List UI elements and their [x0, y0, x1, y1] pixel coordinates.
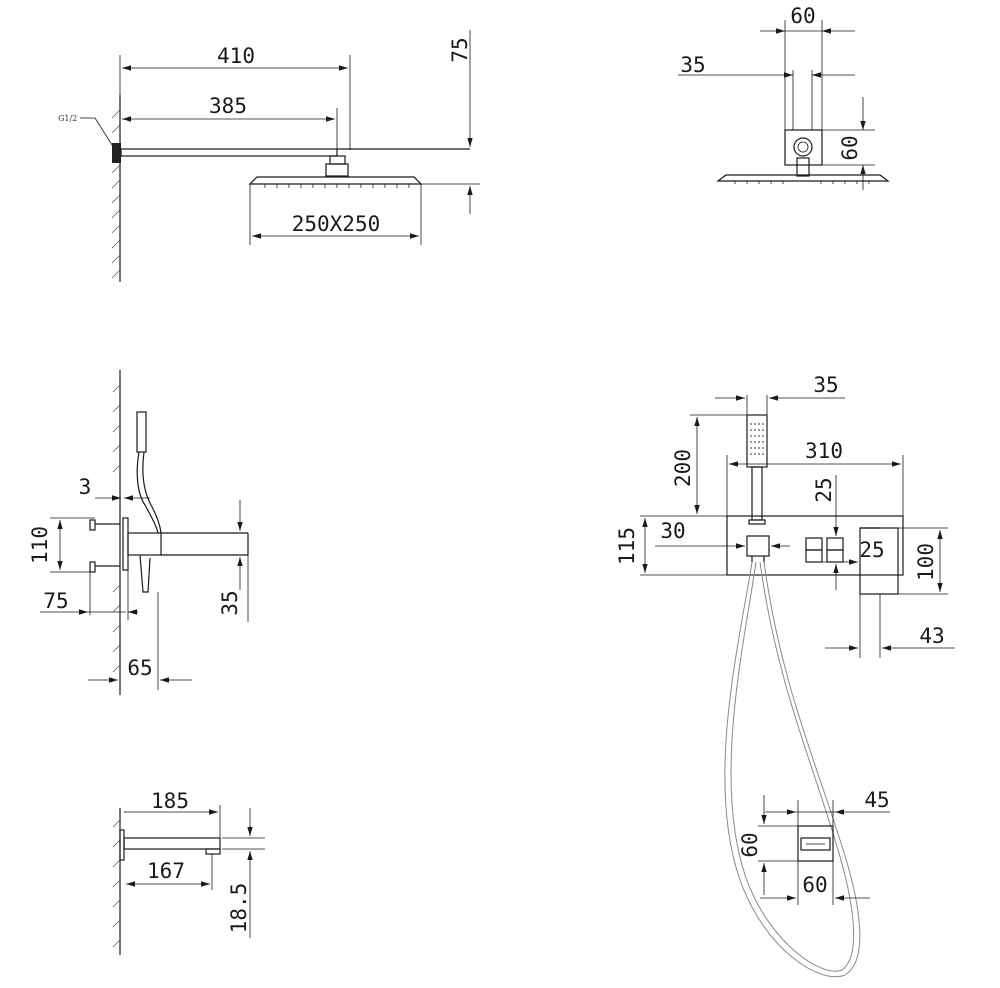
dim-connector-height: 60 [838, 135, 862, 160]
dim-plate-height: 115 [615, 527, 639, 565]
dim-knob-height: 25 [812, 477, 836, 502]
dim-handle-offset: 35 [218, 590, 242, 615]
dim-pipe-offset: 35 [680, 53, 705, 77]
dim-bracket-depth: 45 [864, 788, 889, 812]
dim-outlet-offset: 30 [660, 519, 685, 543]
spout-view: 185 167 18.5 [112, 789, 265, 955]
dim-spout-height: 18.5 [227, 883, 251, 934]
rain-head-view: 410 385 75 250X250 G1/2 [58, 30, 480, 282]
dim-arm-projection: 385 [209, 94, 247, 118]
dim-knob-width: 25 [859, 538, 884, 562]
dim-spout-width: 43 [919, 624, 944, 648]
dim-mixer-depth: 75 [43, 589, 68, 613]
dim-mixer-projection: 65 [127, 656, 152, 680]
dim-head-offset: 75 [448, 37, 472, 62]
dim-plate-width: 310 [805, 439, 843, 463]
dim-handset-width: 35 [813, 373, 838, 397]
dim-spout-height: 100 [914, 543, 938, 581]
dim-arm-length: 410 [217, 44, 255, 68]
dim-bracket-height: 60 [738, 832, 762, 857]
dim-wall-gap: 3 [79, 475, 92, 499]
rain-head-side-view: 60 35 60 [678, 4, 890, 190]
wall-bracket-view: 45 60 60 [738, 788, 890, 905]
dim-spout-projection: 167 [147, 859, 185, 883]
mixer-side-view: 3 110 75 35 65 [28, 370, 249, 695]
thread-label: G1/2 [58, 114, 77, 123]
dim-spout-length: 185 [151, 789, 189, 813]
dim-mixer-height: 110 [28, 526, 52, 564]
dim-side-width: 60 [790, 4, 815, 28]
mixer-front-view: 35 200 310 25 115 30 25 100 43 [615, 373, 955, 978]
dim-bracket-width: 60 [802, 873, 827, 897]
dim-head-size: 250X250 [292, 212, 381, 236]
dim-handset-height: 200 [671, 449, 695, 487]
